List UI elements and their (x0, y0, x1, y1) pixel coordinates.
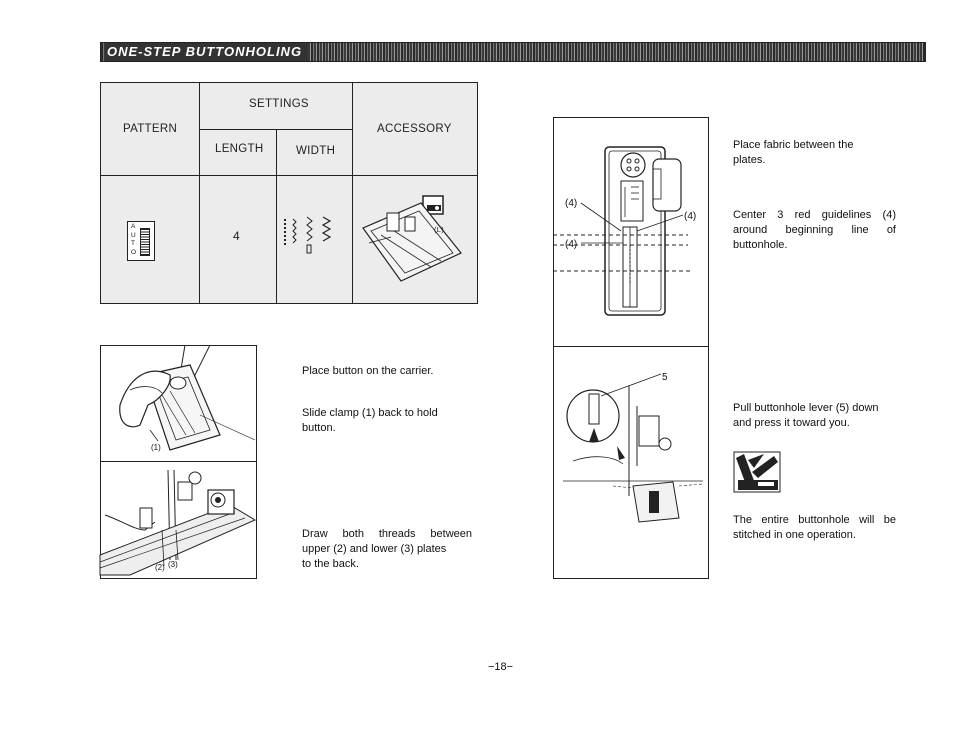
lower-plate-label: (3) (168, 560, 178, 569)
step-slide-clamp-line1: Slide clamp (1) back to hold (302, 407, 438, 419)
step-slide-clamp-line2: button. (302, 422, 336, 434)
step-center-guidelines-line2: around beginning line of (733, 224, 896, 236)
step-stitched-line2: stitched in one operation. (733, 529, 856, 541)
step-draw-threads-line2: upper (2) and lower (3) plates (302, 543, 447, 555)
buttonhole-lever-illustration (563, 373, 704, 523)
upper-plate-label: (2) (155, 563, 165, 572)
lever-label: 5 (662, 372, 668, 383)
step-place-fabric-line1: Place fabric between the (733, 139, 854, 151)
settings-table: PATTERN SETTINGS LENGTH WIDTH ACCESSORY … (100, 82, 478, 304)
section-banner: ONE-STEP BUTTONHOLING (100, 42, 926, 62)
step-center-guidelines-line3: buttonhole. (733, 239, 788, 251)
section-title: ONE-STEP BUTTONHOLING (105, 43, 309, 61)
length-value: 4 (233, 229, 240, 243)
auto-buttonhole-pattern-icon: AUTO (127, 221, 155, 261)
guideline-label-right: (4) (684, 211, 697, 222)
foot-pedal-icon (733, 451, 781, 493)
accessory-header: ACCESSORY (377, 123, 452, 135)
step-stitched-line1: The entire buttonhole will be (733, 514, 896, 526)
guideline-label-top: (4) (565, 198, 578, 209)
step-draw-threads-line1: Draw both threads between (302, 528, 472, 540)
settings-header: SETTINGS (249, 98, 309, 110)
page-number: −18− (488, 661, 514, 673)
buttonhole-foot-icon (362, 195, 462, 282)
width-stitch-icon (284, 216, 332, 254)
clamp-label: (1) (151, 443, 161, 452)
width-header: WIDTH (296, 145, 336, 157)
step-pull-lever-line2: and press it toward you. (733, 417, 850, 429)
step-center-guidelines-line1: Center 3 red guidelines (4) (733, 209, 896, 221)
guidelines-illustration (553, 146, 693, 316)
button-carrier-illustration (119, 344, 256, 451)
thread-plates-illustration (99, 469, 257, 576)
pattern-symbol-text: AUTO (131, 223, 137, 256)
pattern-header: PATTERN (123, 123, 178, 135)
length-header: LENGTH (215, 143, 264, 155)
step-place-button: Place button on the carrier. (302, 365, 434, 377)
guideline-label-bottom: (4) (565, 239, 578, 250)
step-pull-lever-line1: Pull buttonhole lever (5) down (733, 402, 879, 414)
step-place-fabric-line2: plates. (733, 154, 766, 166)
step-draw-threads-line3: to the back. (302, 558, 359, 570)
accessory-code: (L) (434, 225, 445, 234)
